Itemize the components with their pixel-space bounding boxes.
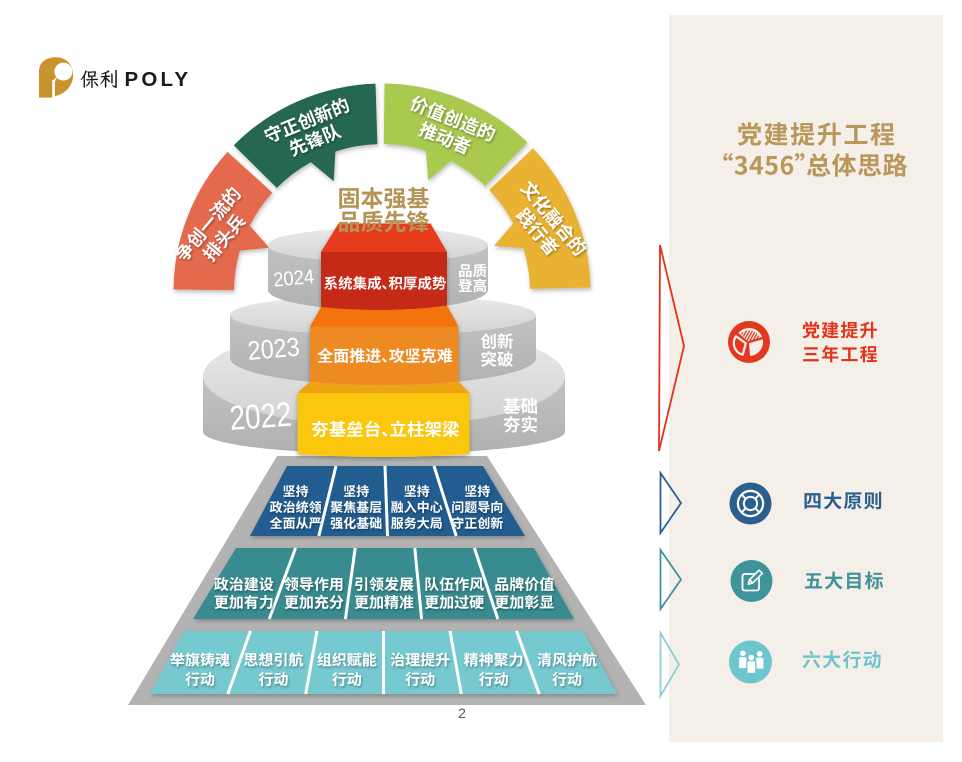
- svg-text:POLY: POLY: [125, 68, 192, 91]
- svg-text:2022: 2022: [228, 396, 292, 438]
- svg-text:2: 2: [458, 705, 466, 721]
- svg-text:2024: 2024: [272, 266, 315, 291]
- svg-text:2023: 2023: [246, 332, 300, 366]
